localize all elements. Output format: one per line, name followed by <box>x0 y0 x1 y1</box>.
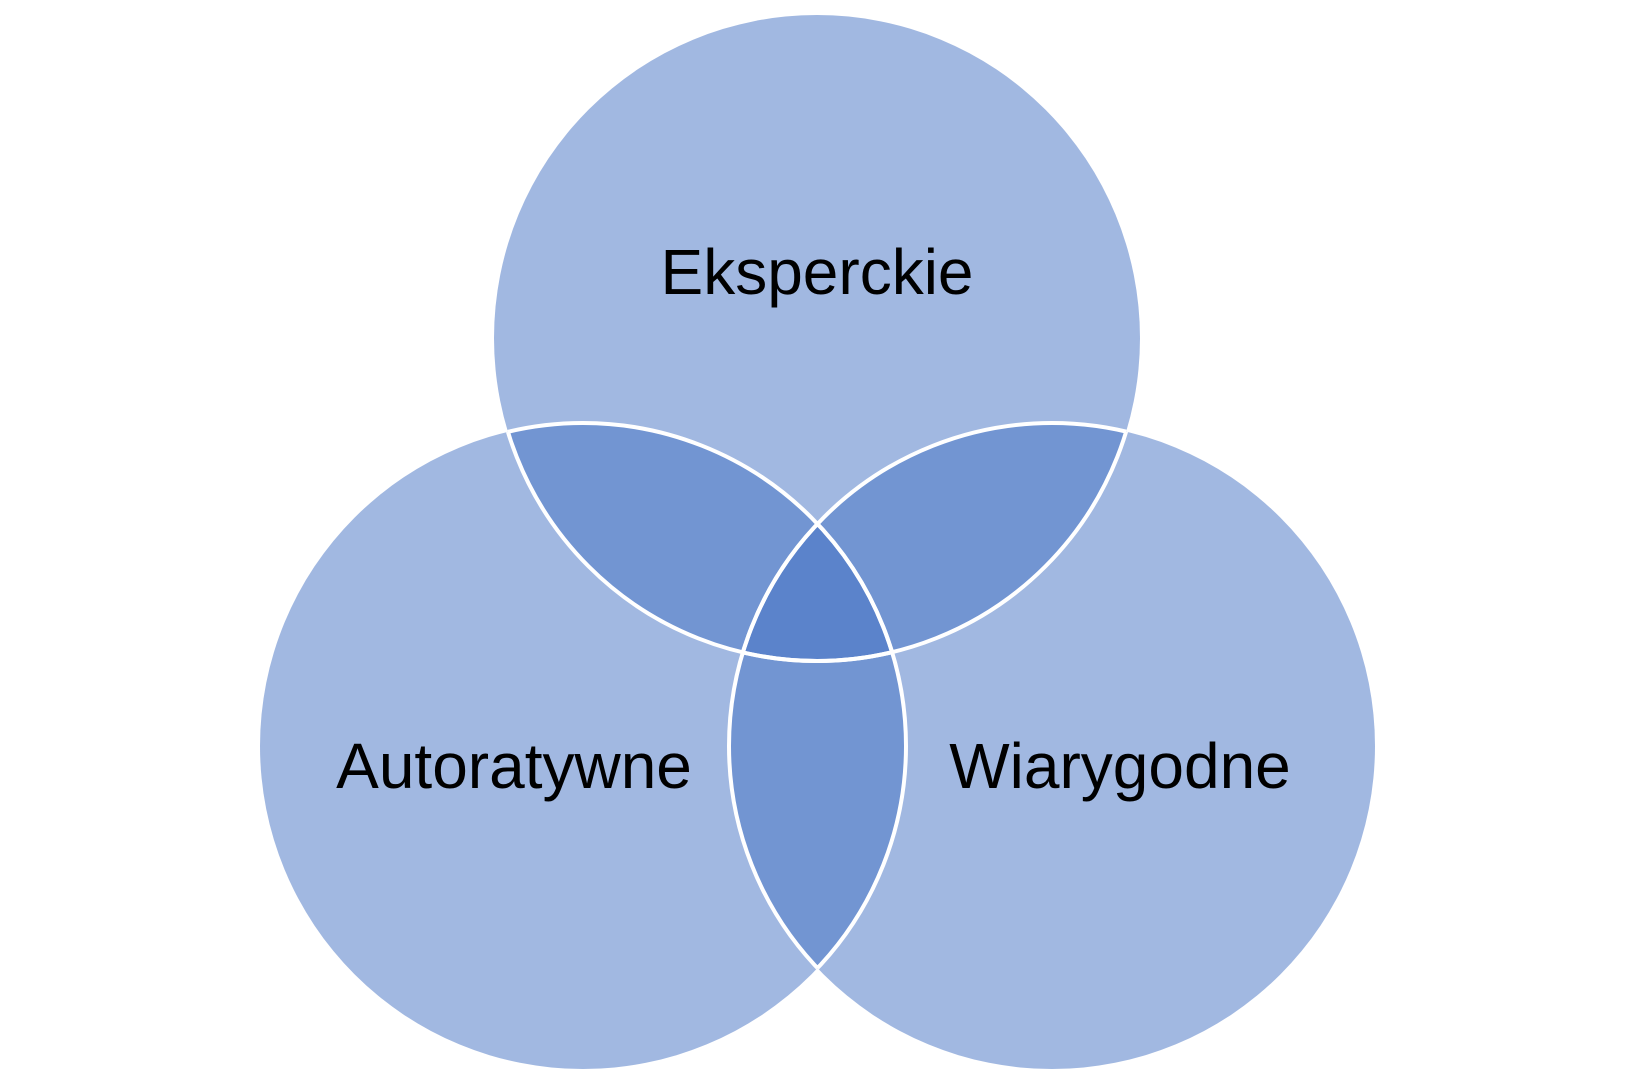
venn-overlap-outlines <box>492 421 1142 1069</box>
outline-top-in-right <box>729 423 1142 663</box>
outline-left-in-right <box>729 423 908 1069</box>
label-wiarygodne: Wiarygodne <box>949 730 1291 802</box>
circle-autoratywne <box>260 423 906 1069</box>
outline-left-in-top <box>494 421 908 661</box>
circle-wiarygodne <box>729 423 1375 1069</box>
outline-right-in-left <box>727 423 906 1069</box>
label-eksperckie: Eksperckie <box>661 236 974 308</box>
venn-labels: Eksperckie Autoratywne Wiarygodne <box>336 236 1291 802</box>
label-autoratywne: Autoratywne <box>336 730 692 802</box>
outline-right-in-top <box>727 421 1140 661</box>
venn-circles <box>260 15 1375 1069</box>
